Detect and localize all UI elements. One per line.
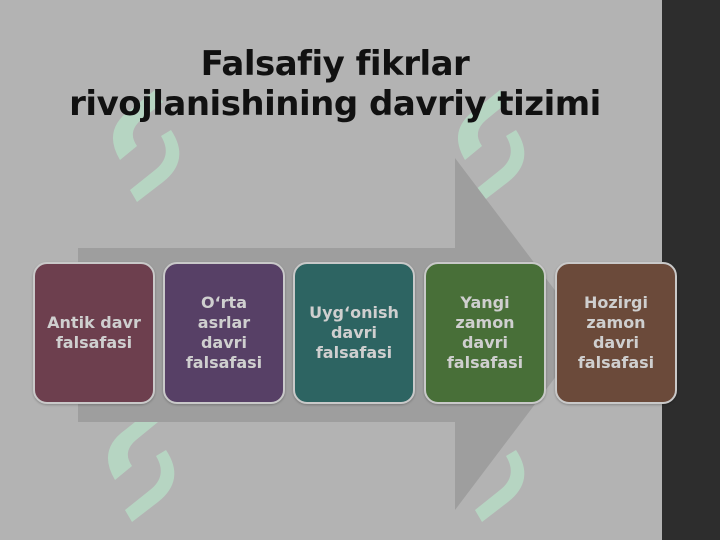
step-orta-asrlar: O‘rta asrlar davri falsafasi [163,262,285,404]
step-hozirgi-zamon: Hozirgi zamon davri falsafasi [555,262,677,404]
step-uygonish: Uyg‘onish davri falsafasi [293,262,415,404]
step-label: Uyg‘onish davri falsafasi [309,303,399,362]
title-line-2: rivojlanishining davriy tizimi [69,84,601,124]
slide-title: Falsafiy fikrlar rivojlanishining davriy… [40,44,630,124]
step-label: Hozirgi zamon davri falsafasi [577,293,655,372]
step-label: O‘rta asrlar davri falsafasi [185,293,263,372]
step-label: Antik davr falsafasi [47,313,141,352]
step-yangi-zamon: Yangi zamon davri falsafasi [424,262,546,404]
step-label: Yangi zamon davri falsafasi [446,293,524,372]
step-antik: Antik davr falsafasi [33,262,155,404]
title-line-1: Falsafiy fikrlar [200,44,470,84]
